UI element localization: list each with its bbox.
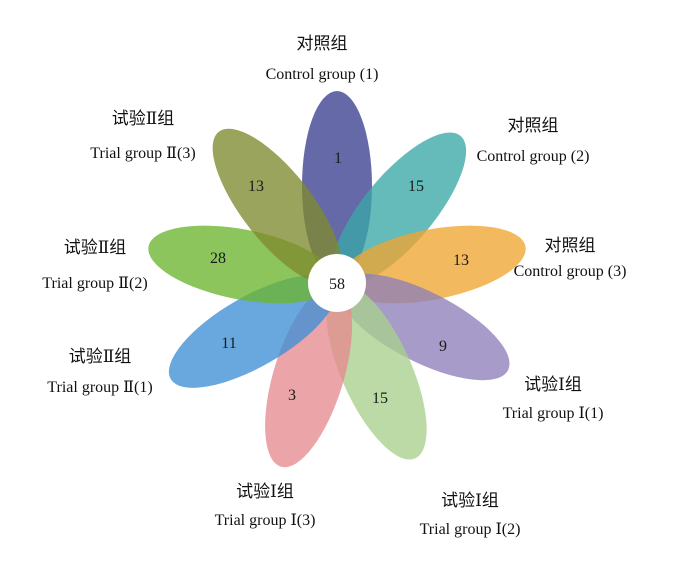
petal-label-en-3: Control group (3) xyxy=(514,263,627,280)
petal-label-en-2: Control group (2) xyxy=(477,148,590,165)
petal-label-en-9: Trial group Ⅱ(3) xyxy=(90,145,195,162)
petal-label-cn-2: 对照组 xyxy=(508,116,559,135)
petal-count-8: 28 xyxy=(210,250,226,267)
petal-label-cn-4: 试验Ⅰ组 xyxy=(524,375,582,394)
petal-count-7: 11 xyxy=(221,335,236,352)
petal-count-3: 13 xyxy=(453,252,469,269)
petal-label-en-7: Trial group Ⅱ(1) xyxy=(47,379,152,396)
petal-count-2: 15 xyxy=(408,178,424,195)
petal-9 xyxy=(212,128,342,285)
label-layer: 对照组 Control group (1) 对照组 Control group (2)… xyxy=(42,34,626,538)
petal-label-en-4: Trial group Ⅰ(1) xyxy=(503,405,604,422)
petal-7 xyxy=(168,275,338,388)
petal-count-1: 1 xyxy=(334,150,342,167)
petal-label-cn-7: 试验Ⅱ组 xyxy=(69,347,132,366)
petal-label-cn-8: 试验Ⅱ组 xyxy=(64,238,127,257)
petal-label-en-6: Trial group Ⅰ(3) xyxy=(215,512,316,529)
petal-count-5: 15 xyxy=(372,390,388,407)
petal-label-en-5: Trial group Ⅰ(2) xyxy=(420,521,521,538)
petal-2 xyxy=(332,132,467,285)
petal-count-4: 9 xyxy=(439,338,447,355)
petal-label-en-1: Control group (1) xyxy=(266,66,379,83)
petal-label-cn-3: 对照组 xyxy=(545,236,596,255)
petal-count-6: 3 xyxy=(288,387,296,404)
petal-label-en-8: Trial group Ⅱ(2) xyxy=(42,275,147,292)
count-layer: 1 15 13 9 15 3 11 28 13 xyxy=(210,150,469,407)
petal-label-cn-6: 试验Ⅰ组 xyxy=(236,482,294,501)
petal-label-cn-1: 对照组 xyxy=(297,34,348,53)
petal-label-cn-5: 试验Ⅰ组 xyxy=(441,491,499,510)
petal-6 xyxy=(265,284,353,468)
core-circle xyxy=(308,254,366,312)
petal-layer xyxy=(148,91,526,468)
petal-count-9: 13 xyxy=(248,178,264,195)
petal-4 xyxy=(337,273,510,381)
petal-label-cn-9: 试验Ⅱ组 xyxy=(112,109,175,128)
core-count: 58 xyxy=(329,276,345,293)
